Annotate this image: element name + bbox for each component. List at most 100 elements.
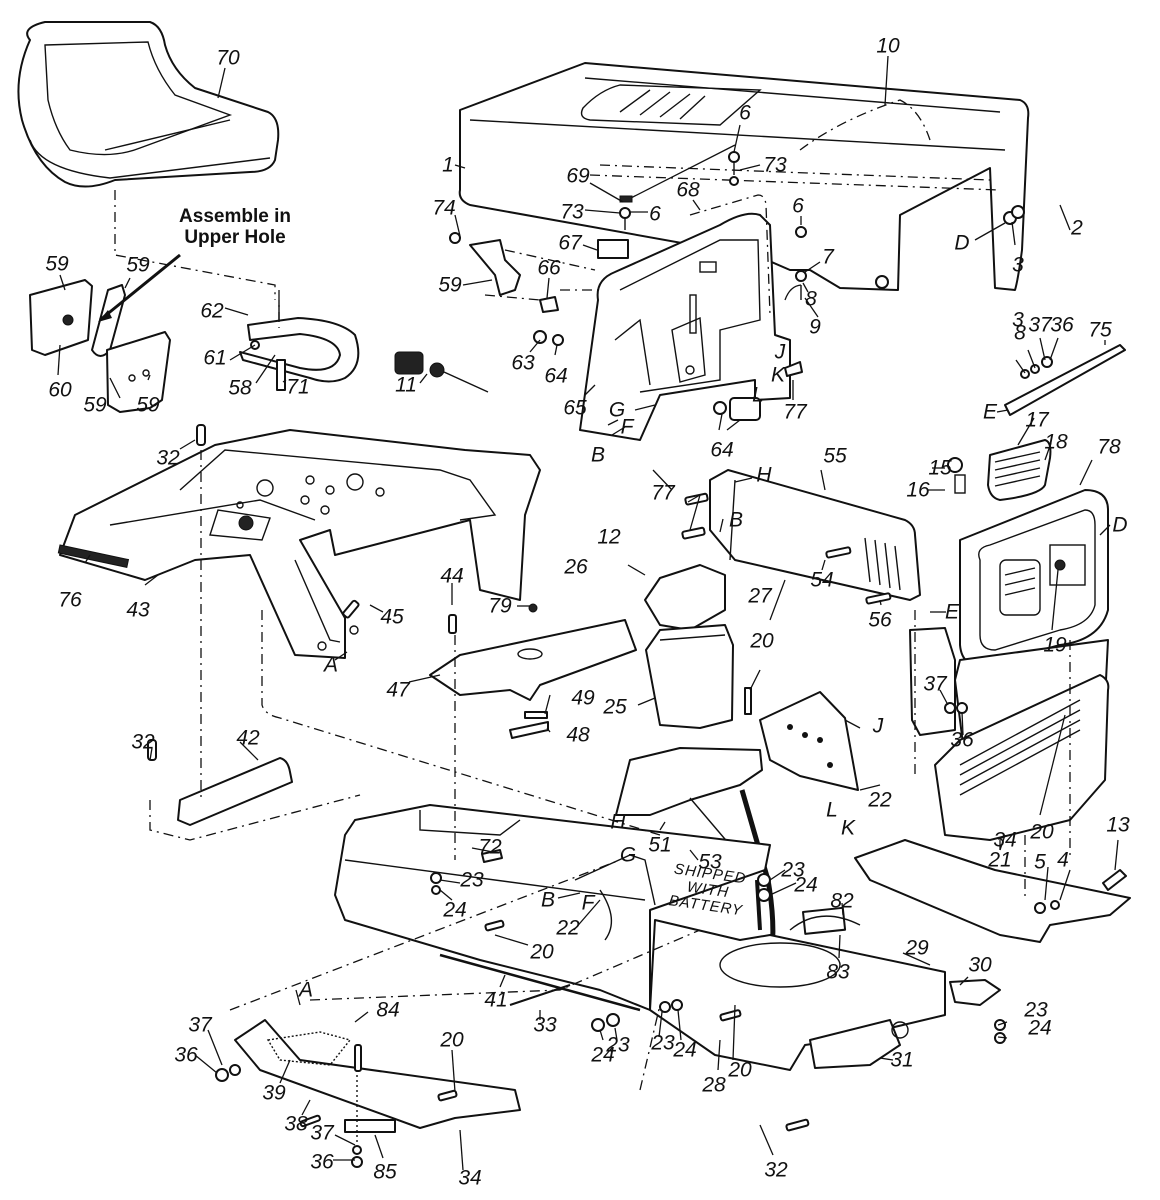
callout-label-washer: 58 [228,376,252,400]
callout-label-foot-pad: 39 [262,1081,286,1105]
callout-label-dash-support-bracket: 22 [868,788,892,812]
callout-label-lock-washer: 23 [1024,998,1048,1022]
fasteners [147,424,892,1132]
callout-label-footrest-bracket: 30 [968,953,992,977]
frame-hardware [430,849,1127,1044]
callout-label-washer: 3 [1012,253,1024,277]
callout-label-bolt: 20 [728,1058,752,1082]
callout-label-hood-seal-strip: 10 [876,34,900,58]
callout-label-nut: 24 [794,873,818,897]
dash-panel [579,212,791,441]
callout-label-ignition-switch-nut: 64 [710,438,734,462]
callout-label-nut: 36 [1050,313,1074,337]
callout-label-ref-point: K [840,816,856,840]
callout-label-nut: 24 [591,1043,615,1067]
callout-label-nut: 24 [1028,1016,1052,1040]
access-plate [429,619,637,739]
callout-label-terminal-block: 82 [830,889,854,913]
callout-label-frame-rail: 51 [648,833,672,857]
callout-label-nut: 6 [649,202,661,226]
callout-label-ref-point: A [323,653,339,677]
callout-label-screw: 83 [826,960,850,984]
callout-label-bulb-socket: 16 [906,478,930,502]
callout-label-ref-point: L [826,798,838,822]
callout-label-hinge-bolt: 2 [1071,216,1083,240]
callout-label-hood-spring: 69 [566,164,590,188]
callout-label-nut: 36 [950,728,974,752]
callout-label-screw: 38 [284,1112,308,1136]
callout-label-knob: 79 [488,594,512,618]
callout-label-ground-wire: 8 [805,287,817,311]
callout-label-ref-point: F [581,891,595,915]
callout-label-access-plate: 47 [386,678,410,702]
callout-label-bolt: 20 [1030,820,1054,844]
dash-support-bracket [759,691,859,791]
callout-label-nut: 24 [443,898,467,922]
callout-label-ref-point: A [298,978,314,1002]
callout-label-ref-point: D [1112,513,1128,537]
callout-label-side-panel: 55 [823,444,847,468]
callout-label-screw: 74 [432,196,456,220]
callout-label-screw: 77 [783,400,807,424]
callout-label-nut: 36 [174,1043,198,1067]
callout-label-clip: 49 [571,686,595,710]
assemble-arrow [99,253,181,322]
callout-label-ref-point: G [619,843,637,867]
callout-label-screw: 56 [868,608,892,632]
support-bracket [177,757,293,826]
callout-label-lever-assembly: 59 [438,273,462,297]
callout-label-spacer: 73 [763,153,787,177]
callout-label-nut: 36 [310,1150,334,1174]
callout-label-battery-cable: 27 [748,584,772,608]
hood [458,62,1030,291]
callout-label-lever-plate: 59 [45,252,69,276]
ignition-key [394,351,489,393]
callout-label-bolt: 5 [1034,850,1046,874]
callout-label-headlight-housing: 18 [1044,430,1068,454]
callout-label-wing-nut: 12 [597,525,621,549]
callout-label-grille-emblem: 19 [1043,633,1067,657]
callout-label-screws: 77 [651,481,675,505]
callout-label-clip: 66 [537,256,561,280]
hood-hardware [449,144,807,421]
callout-label-lock-washer: 23 [781,858,805,882]
lever-assembly [29,279,171,413]
callout-label-nut: 24 [673,1038,697,1062]
callout-label-switch: 67 [558,231,582,255]
callout-label-ref-point: H [610,810,626,834]
callout-label-latch: 48 [566,723,590,747]
assemble-note-line1: Assemble in [179,206,291,228]
seal-strip [689,194,771,316]
callout-label-lever-handle: 59 [126,253,150,277]
rail [439,953,641,1012]
callout-label-ref-point: B [540,888,556,912]
callout-label-frame-plate: 29 [905,936,929,960]
callout-label-nut: 4 [1057,848,1069,872]
callout-label-ref-point: B [590,443,606,467]
callout-label-battery-tray: 53 [698,850,722,874]
callout-label-nut: 6 [792,194,804,218]
callout-label-bolt: 20 [530,940,554,964]
callout-label-lock-washer: 37 [923,672,947,696]
callout-label-spacer: 73 [560,200,584,224]
callout-label-support-bracket: 42 [236,726,260,750]
callout-label-ref-point: J [872,714,884,738]
callout-label-light-bulb: 63 [511,351,535,375]
callout-label-bolt: 32 [131,730,155,754]
footrest-left [215,1019,521,1168]
callout-label-screw: 54 [810,568,834,592]
callout-label-washer: 3 [1012,308,1024,332]
callout-label-ref-point: E [944,600,960,624]
callout-label-frame-rail: 41 [484,988,508,1012]
footrest-right [854,839,1131,943]
callout-label-ref-point: G [608,398,626,422]
leader-lines [57,55,1119,1171]
callout-label-hood: 1 [442,153,454,177]
callout-label-lever-cover-screw: 59 [136,393,160,417]
callout-label-bolt: 44 [440,564,464,588]
callout-label-grille: 21 [988,848,1012,872]
callout-label-footrest-left: 34 [458,1166,482,1190]
callout-label-nut: 6 [739,101,751,125]
callout-label-ref-point: H [756,463,772,487]
callout-label-grille-seal: 78 [1097,435,1121,459]
